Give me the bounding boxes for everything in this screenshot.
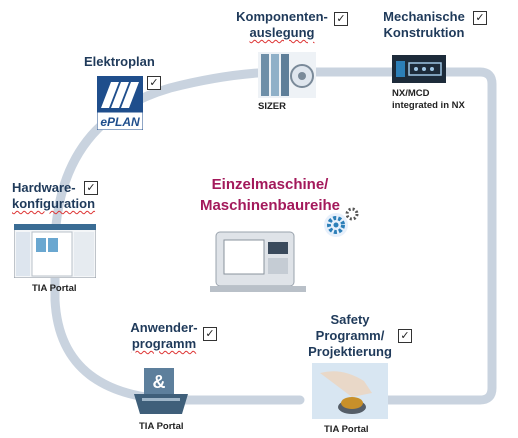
sizer-caption: SIZER [258, 101, 286, 112]
elektroplan-label: Elektroplan [84, 54, 155, 69]
svg-text:&: & [153, 372, 166, 392]
safety-checkbox[interactable]: ✓ [398, 329, 412, 343]
sizer-icon [258, 52, 316, 98]
anwender-checkbox[interactable]: ✓ [203, 327, 217, 341]
center-title: Einzelmaschine/ Maschinenbaureihe [175, 174, 365, 216]
nx-mcd-icon [392, 55, 446, 83]
center-title-line2: Maschinenbaureihe [199, 197, 341, 214]
nx-mcd-caption: NX/MCD integrated in NX [392, 88, 465, 111]
hardware-caption: TIA Portal [32, 283, 77, 294]
hardware-checkbox[interactable]: ✓ [84, 181, 98, 195]
anwender-label: Anwender- programm [130, 320, 198, 351]
hardware-label: Hardware- konfiguration [12, 180, 96, 211]
eplan-logo: ePLAN [97, 76, 143, 130]
program-icon: & [134, 368, 188, 414]
komponenten-checkbox[interactable]: ✓ [334, 12, 348, 26]
center-title-line1: Einzelmaschine/ [211, 176, 329, 193]
machine-center-image [210, 231, 306, 292]
komponenten-label: Komponenten- auslegung [236, 9, 328, 40]
safety-caption: TIA Portal [324, 424, 369, 435]
tia-portal-hw-screenshot [14, 224, 96, 278]
anwender-caption: TIA Portal [139, 421, 184, 432]
safety-button-image [312, 363, 388, 419]
mechanisch-checkbox[interactable]: ✓ [473, 11, 487, 25]
mechanisch-label: Mechanische Konstruktion [383, 9, 465, 40]
elektroplan-checkbox[interactable]: ✓ [147, 76, 161, 90]
svg-text:ePLAN: ePLAN [100, 115, 140, 129]
gears-icon [324, 207, 359, 237]
safety-label: Safety Programm/ Projektierung [308, 312, 392, 359]
